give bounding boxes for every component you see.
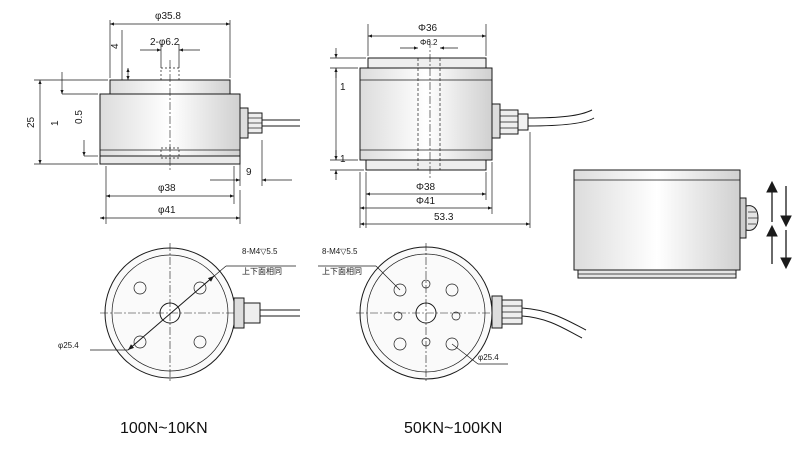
small-h25-dim: 25 [26, 116, 37, 128]
small-h4-dim: 4 [110, 43, 121, 49]
small-phi41-dim: φ41 [158, 205, 176, 216]
side-render-view [573, 169, 792, 279]
small-holes-dim: 2-φ6.2 [150, 37, 180, 48]
large-same-note: 上下面相同 [322, 266, 362, 276]
small-caption: 100N~10KN [120, 420, 208, 437]
small-phi-top-dim: φ35.8 [155, 11, 181, 22]
small-same-note: 上下面相同 [242, 266, 282, 276]
small-thread-note: 8-M4▽5.5 [242, 247, 278, 256]
large-phi36-dim: Φ36 [418, 23, 438, 34]
large-h1b-dim: 1 [340, 154, 346, 165]
large-phi38-dim: Φ38 [416, 182, 436, 193]
large-w533-dim: 53.3 [434, 212, 454, 223]
large-caption: 50KN~100KN [404, 420, 502, 437]
large-thread-note: 8-M4▽5.5 [322, 247, 358, 256]
large-pcd-dim: φ25.4 [478, 353, 499, 362]
small-side-view: φ35.8 2-φ6.2 4 25 1 0.5 9 φ38 [26, 11, 300, 224]
large-phi62-dim: Φ6.2 [420, 38, 438, 47]
large-side-view: Φ36 Φ6.2 1 1 Φ38 Φ41 53.3 [330, 23, 595, 228]
large-phi41-dim: Φ41 [416, 196, 436, 207]
load-direction-arrows-icon [766, 180, 792, 270]
large-h1a-dim: 1 [340, 82, 346, 93]
small-h05-dim: 0.5 [74, 110, 85, 124]
small-pcd-dim: φ25.4 [58, 341, 79, 350]
small-side9-dim: 9 [246, 167, 252, 178]
small-top-view: φ25.4 8-M4▽5.5 上下面相同 100N~10KN [58, 243, 300, 437]
small-phi38-dim: φ38 [158, 183, 176, 194]
small-h1-dim: 1 [50, 120, 61, 126]
large-top-view: 8-M4▽5.5 上下面相同 φ25.4 50KN~100KN [318, 243, 587, 437]
